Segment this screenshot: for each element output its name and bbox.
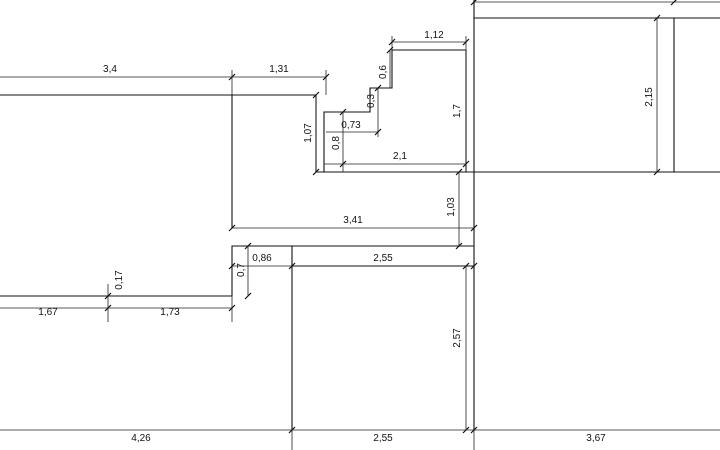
dim-tick	[288, 426, 296, 434]
dim-label-3-4: 3,4	[103, 64, 117, 75]
dim-tick	[455, 168, 463, 176]
dim-tick	[470, 0, 477, 6]
dim-tick	[386, 46, 394, 54]
dim-label-0-7: 0,7	[236, 263, 247, 277]
wall-step-lower	[0, 245, 474, 297]
dim-label-3-41: 3,41	[343, 215, 363, 226]
dim-label-1-07: 1,07	[303, 123, 314, 143]
dim-tick	[374, 84, 382, 92]
dim-tick	[470, 224, 478, 232]
dim-tick	[312, 168, 320, 176]
dim-label-1-7: 1,7	[452, 104, 463, 118]
dim-label-1-31: 1,31	[269, 64, 289, 75]
dim-label-0-3: 0,3	[366, 94, 377, 108]
dim-tick	[388, 38, 396, 46]
dim-tick	[244, 292, 252, 300]
dim-tick	[312, 91, 320, 99]
dim-tick	[244, 242, 252, 250]
dim-tick	[455, 242, 463, 250]
dim-tick	[470, 262, 478, 270]
dimension-labels: 3,4 1,31 1,12 0,6 0,3 0,73 1,07 0,8 2,1 …	[38, 30, 655, 444]
dim-label-2-55-bottom: 2,55	[373, 433, 393, 444]
dim-tick	[339, 160, 347, 168]
dim-label-0-86: 0,86	[252, 253, 272, 264]
dim-label-0-73: 0,73	[341, 120, 361, 131]
dim-label-2-55-mid: 2,55	[373, 253, 393, 264]
dim-tick	[322, 73, 330, 81]
dim-tick	[670, 0, 677, 6]
dim-tick	[470, 426, 478, 434]
dim-tick	[228, 224, 236, 232]
dim-tick	[228, 304, 236, 312]
dim-label-0-17: 0,17	[114, 270, 125, 290]
dim-label-4-26: 4,26	[131, 433, 151, 444]
dim-tick	[288, 262, 296, 270]
dim-label-2-57: 2,57	[452, 328, 463, 348]
dim-label-3-67: 3,67	[586, 433, 606, 444]
dim-label-2-15: 2,15	[644, 87, 655, 107]
dim-tick	[462, 262, 470, 270]
dim-label-1-12: 1,12	[424, 30, 444, 41]
dim-label-0-8: 0,8	[331, 136, 342, 150]
dim-tick	[228, 262, 236, 270]
dim-label-0-6: 0,6	[378, 65, 389, 79]
dim-label-1-03: 1,03	[446, 197, 457, 217]
wall-right-block	[473, 0, 720, 19]
wall-stair-profile	[323, 49, 467, 172]
dim-tick	[653, 168, 661, 176]
dim-tick	[339, 108, 347, 116]
dim-tick	[374, 128, 382, 136]
dim-tick	[104, 292, 112, 300]
dim-tick	[653, 14, 661, 22]
dim-tick	[462, 38, 470, 46]
dim-label-1-73: 1,73	[160, 307, 180, 318]
dim-label-2-1: 2,1	[393, 151, 407, 162]
dim-label-1-67: 1,67	[38, 307, 58, 318]
